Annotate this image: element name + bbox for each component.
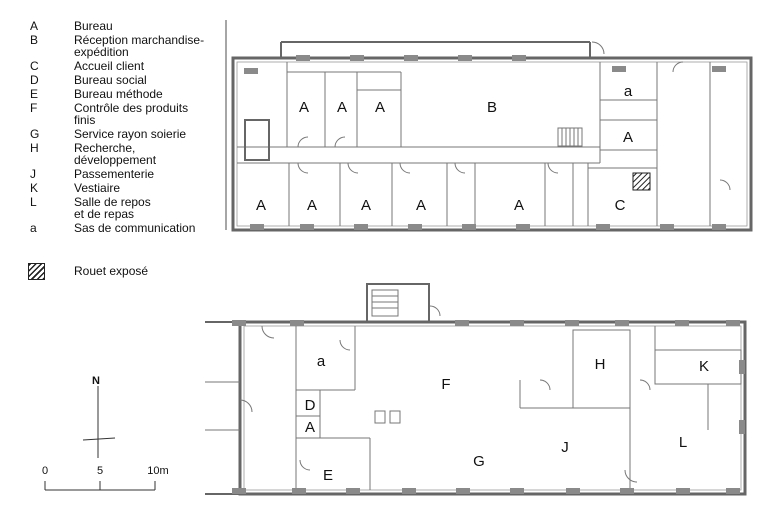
legend-row: K Vestiaire (30, 182, 230, 194)
room-sas-upper: a (624, 83, 633, 100)
legend-row: L Salle de repos et de repas (30, 196, 230, 220)
legend-row: B Réception marchandise- expédition (30, 34, 230, 58)
legend-row: G Service rayon soierie (30, 128, 230, 140)
lower-wall-piers (232, 320, 745, 494)
legend-row: H Recherche, développement (30, 142, 230, 166)
lower-floor-plan (205, 283, 747, 496)
room-l: L (679, 434, 687, 451)
room-f: F (441, 376, 450, 393)
legend-code: A (30, 19, 39, 33)
room-a-upper-right: A (623, 129, 633, 146)
north-label: N (92, 375, 100, 387)
legend-code: G (30, 127, 40, 141)
legend-label: Vestiaire (74, 181, 121, 195)
room-g: G (473, 453, 485, 470)
legend-row: A Bureau (30, 20, 230, 32)
legend-code: J (30, 167, 36, 181)
legend-row: J Passementerie (30, 168, 230, 180)
room-k: K (699, 358, 709, 375)
legend-row: E Bureau méthode (30, 88, 230, 100)
room-j: J (561, 439, 569, 456)
room-b: B (487, 99, 497, 116)
room-a-lower-2: A (307, 197, 317, 214)
upper-floor-plan (225, 20, 753, 232)
legend-code: L (30, 195, 37, 209)
room-a-lower-plan: A (305, 419, 315, 436)
legend-code: a (30, 221, 37, 235)
legend-label: Bureau méthode (74, 87, 163, 101)
legend-code: C (30, 59, 39, 73)
room-c: C (615, 197, 626, 214)
legend-label: Passementerie (74, 167, 155, 181)
legend-label: Bureau (74, 19, 113, 33)
legend-code: H (30, 141, 39, 155)
legend-row: a Sas de communication (30, 222, 230, 234)
scale-tick-5: 5 (97, 465, 103, 477)
room-a-lower-1: A (256, 197, 266, 214)
room-h: H (595, 356, 606, 373)
upper-wall-piers (244, 55, 726, 230)
legend-label: Salle de repos et de repas (74, 195, 151, 221)
legend-label: Réception marchandise- expédition (74, 33, 205, 59)
hatch-legend-label: Rouet exposé (74, 264, 149, 278)
legend-row: F Contrôle des produits finis (30, 102, 230, 126)
scale-bar: 0 5 10m (42, 465, 169, 491)
room-e: E (323, 467, 333, 484)
legend-label: Sas de communication (74, 221, 196, 235)
room-a-upper-3: A (375, 99, 385, 116)
legend-label: Recherche, développement (74, 141, 157, 167)
hatch-swatch (28, 263, 45, 280)
legend-code: E (30, 87, 39, 101)
legend-code: D (30, 73, 39, 87)
room-sas-lower: a (317, 353, 326, 370)
legend-code: F (30, 101, 38, 115)
legend-code: K (30, 181, 39, 195)
rouet-marker (632, 172, 651, 191)
legend-label: Service rayon soierie (74, 127, 187, 141)
legend-label: Contrôle des produits finis (74, 101, 189, 127)
north-arrow: N (82, 375, 116, 458)
legend-row: D Bureau social (30, 74, 230, 86)
legend-row: C Accueil client (30, 60, 230, 72)
room-a-lower-3: A (361, 197, 371, 214)
legend-label: Accueil client (74, 59, 145, 73)
room-a-upper-1: A (299, 99, 309, 116)
legend-code: B (30, 33, 39, 47)
room-d: D (305, 397, 316, 414)
room-a-lower-4: A (416, 197, 426, 214)
scale-tick-10m: 10m (147, 465, 168, 477)
room-a-lower-5: A (514, 197, 524, 214)
room-a-upper-2: A (337, 99, 347, 116)
legend-label: Bureau social (74, 73, 147, 87)
scale-tick-0: 0 (42, 465, 48, 477)
